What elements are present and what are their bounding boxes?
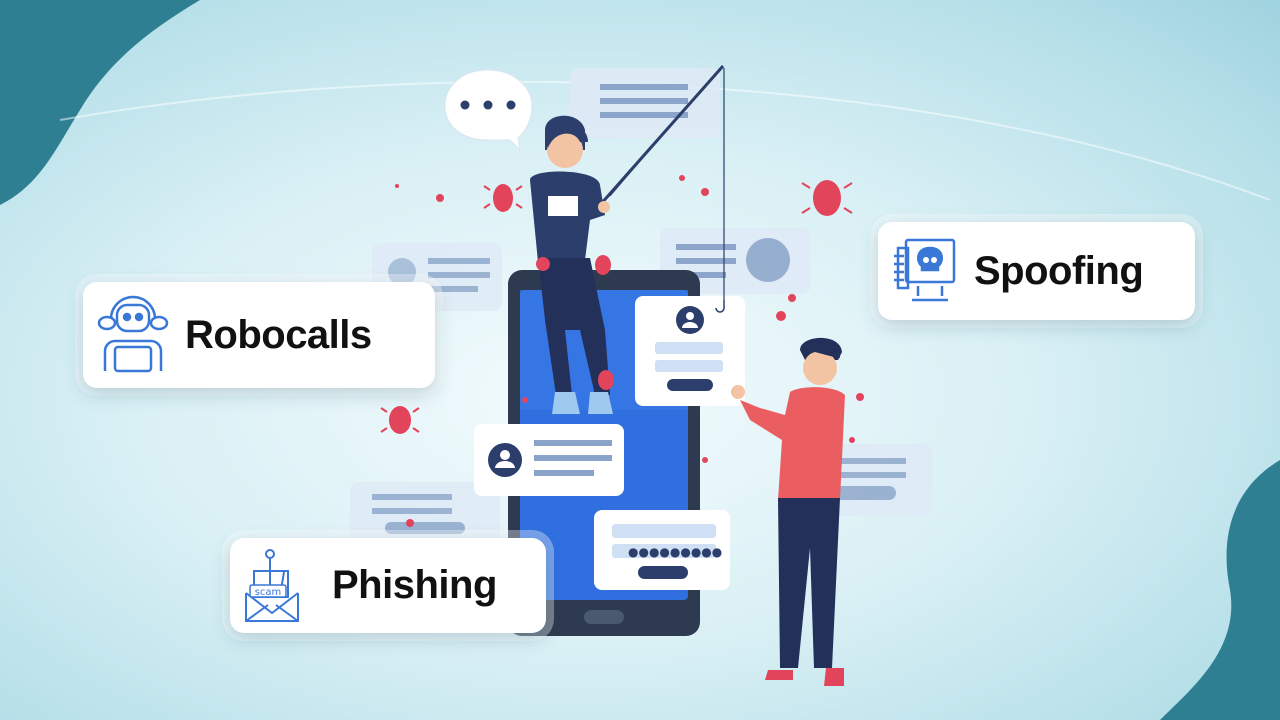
- bg-message-card-top: [570, 68, 720, 138]
- hook-envelope-scam-icon: scam: [245, 548, 299, 622]
- robocalls-card: Robocalls: [83, 282, 435, 388]
- spoofing-label: Spoofing: [974, 248, 1144, 293]
- bug-icon: [598, 370, 614, 390]
- robot-headset-laptop-icon: [97, 295, 169, 373]
- profile-message-card: [474, 424, 624, 496]
- speech-bubble-typing: [444, 69, 533, 152]
- background-blob-top-left: [0, 0, 200, 205]
- password-card: ●●●●●●●●●: [594, 510, 730, 590]
- svg-text:●●●●●●●●●: ●●●●●●●●●: [628, 545, 722, 559]
- login-card: [635, 296, 745, 406]
- phishing-card: scam Phishing: [230, 538, 546, 633]
- fishing-rod: [598, 65, 725, 313]
- bug-icon: [380, 406, 420, 434]
- skull-computer-icon: [894, 238, 956, 302]
- man-character: [731, 337, 845, 686]
- robocalls-label: Robocalls: [185, 312, 372, 357]
- bug-icons: [380, 175, 864, 527]
- phishing-label: Phishing: [332, 563, 497, 607]
- bug-icon: [483, 184, 523, 212]
- scam-text: scam: [255, 587, 282, 598]
- bug-icon: [595, 255, 611, 275]
- spoofing-card: Spoofing: [878, 222, 1195, 320]
- bug-icon: [801, 180, 853, 216]
- background-blob-bottom-right: [1160, 460, 1280, 720]
- bg-message-card-bottom-left: [350, 482, 500, 542]
- hacker-character: [530, 115, 613, 414]
- bg-message-card-right: [820, 444, 932, 516]
